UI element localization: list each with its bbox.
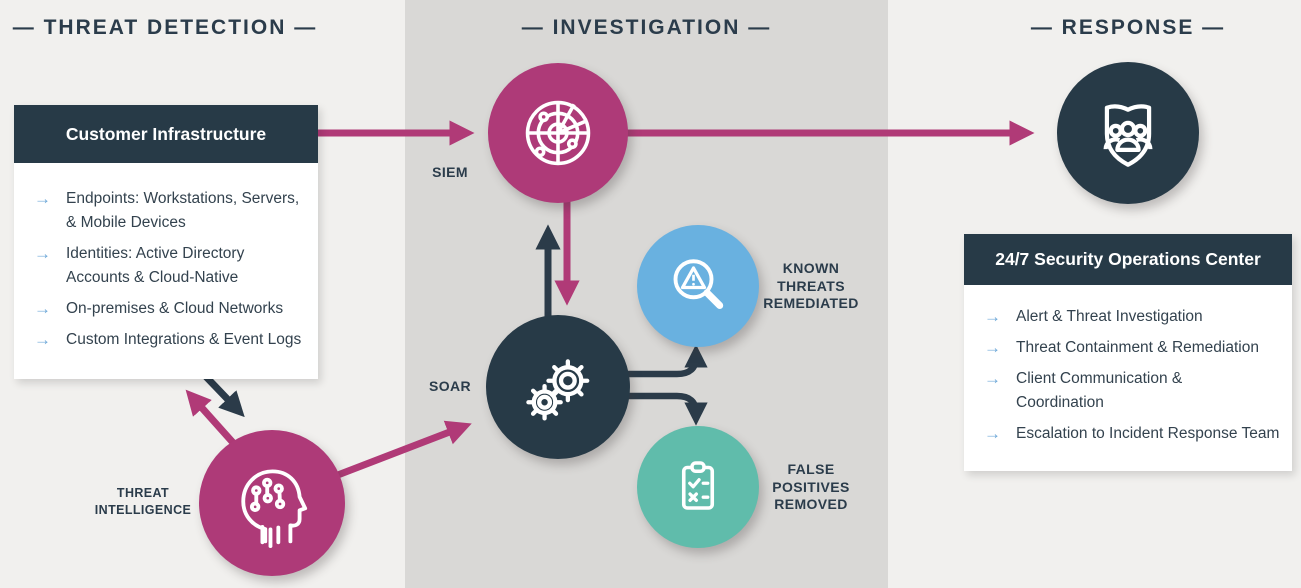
list-item-text: Endpoints: Workstations, Servers, & Mobi…	[66, 190, 300, 231]
list-item-text: Alert & Threat Investigation	[1016, 308, 1203, 325]
list-item: → Custom Integrations & Event Logs	[28, 328, 308, 352]
gears-icon	[526, 359, 590, 421]
bullet-arrow-icon: →	[34, 189, 51, 208]
bullet-arrow-icon: →	[984, 424, 1001, 443]
list-item-text: Custom Integrations & Event Logs	[66, 331, 302, 348]
threat-intelligence-node	[199, 430, 345, 576]
list-item-text: Escalation to Incident Response Team	[1016, 425, 1280, 442]
clipboard-checklist-icon	[681, 461, 715, 510]
list-item: → Identities: Active Directory Accounts …	[28, 242, 308, 290]
soar-label: SOAR	[428, 378, 472, 394]
bullet-arrow-icon: →	[34, 299, 51, 318]
section-title-investigation: — INVESTIGATION —	[521, 16, 772, 39]
soc-card: 24/7 Security Operations Center → Alert …	[964, 234, 1292, 471]
customer-infrastructure-header: Customer Infrastructure	[14, 105, 318, 163]
list-item: → Escalation to Incident Response Team	[978, 422, 1284, 446]
bullet-arrow-icon: →	[34, 330, 51, 349]
list-item-text: Threat Containment & Remediation	[1016, 339, 1259, 356]
list-item-text: Client Communication & Coordination	[1016, 370, 1183, 411]
arrow-soar-to-known-threats	[558, 344, 708, 378]
list-item-text: On-premises & Cloud Networks	[66, 300, 284, 317]
arrow-threat-intel-to-infrastructure	[185, 389, 239, 449]
customer-infrastructure-body: → Endpoints: Workstations, Servers, & Mo…	[14, 163, 318, 379]
threat-intelligence-label: THREAT INTELLIGENCE	[94, 486, 192, 517]
known-threats-label: KNOWN THREATS REMEDIATED	[763, 260, 859, 311]
radar-icon	[525, 100, 591, 166]
ai-head-circuit-icon	[241, 469, 308, 549]
siem-label: SIEM	[432, 164, 468, 180]
bullet-arrow-icon: →	[984, 369, 1001, 388]
false-positives-node	[637, 426, 759, 548]
soc-header: 24/7 Security Operations Center	[964, 234, 1292, 285]
magnifier-alert-icon	[673, 259, 724, 309]
siem-node	[488, 63, 628, 203]
known-threats-node	[637, 225, 759, 347]
false-positives-label: FALSE POSITIVES REMOVED	[772, 461, 850, 512]
arrow-soar-to-false-positives	[558, 392, 708, 426]
soc-shield-node	[1057, 62, 1199, 204]
bullet-arrow-icon: →	[34, 244, 51, 263]
list-item: → Endpoints: Workstations, Servers, & Mo…	[28, 187, 308, 235]
bullet-arrow-icon: →	[984, 338, 1001, 357]
list-item: → Client Communication & Coordination	[978, 367, 1284, 415]
soc-body: → Alert & Threat Investigation → Threat …	[964, 285, 1292, 471]
list-item: → On-premises & Cloud Networks	[28, 297, 308, 321]
list-item: → Alert & Threat Investigation	[978, 305, 1284, 329]
customer-infrastructure-card: Customer Infrastructure → Endpoints: Wor…	[14, 105, 318, 379]
list-item: → Threat Containment & Remediation	[978, 336, 1284, 360]
list-item-text: Identities: Active Directory Accounts & …	[66, 245, 245, 286]
section-title-threat-detection: — THREAT DETECTION —	[12, 16, 318, 39]
section-title-response: — RESPONSE —	[1030, 16, 1226, 39]
soar-node	[486, 315, 630, 459]
shield-team-icon	[1103, 104, 1153, 167]
arrow-threat-intel-to-soar	[328, 420, 472, 482]
bullet-arrow-icon: →	[984, 307, 1001, 326]
